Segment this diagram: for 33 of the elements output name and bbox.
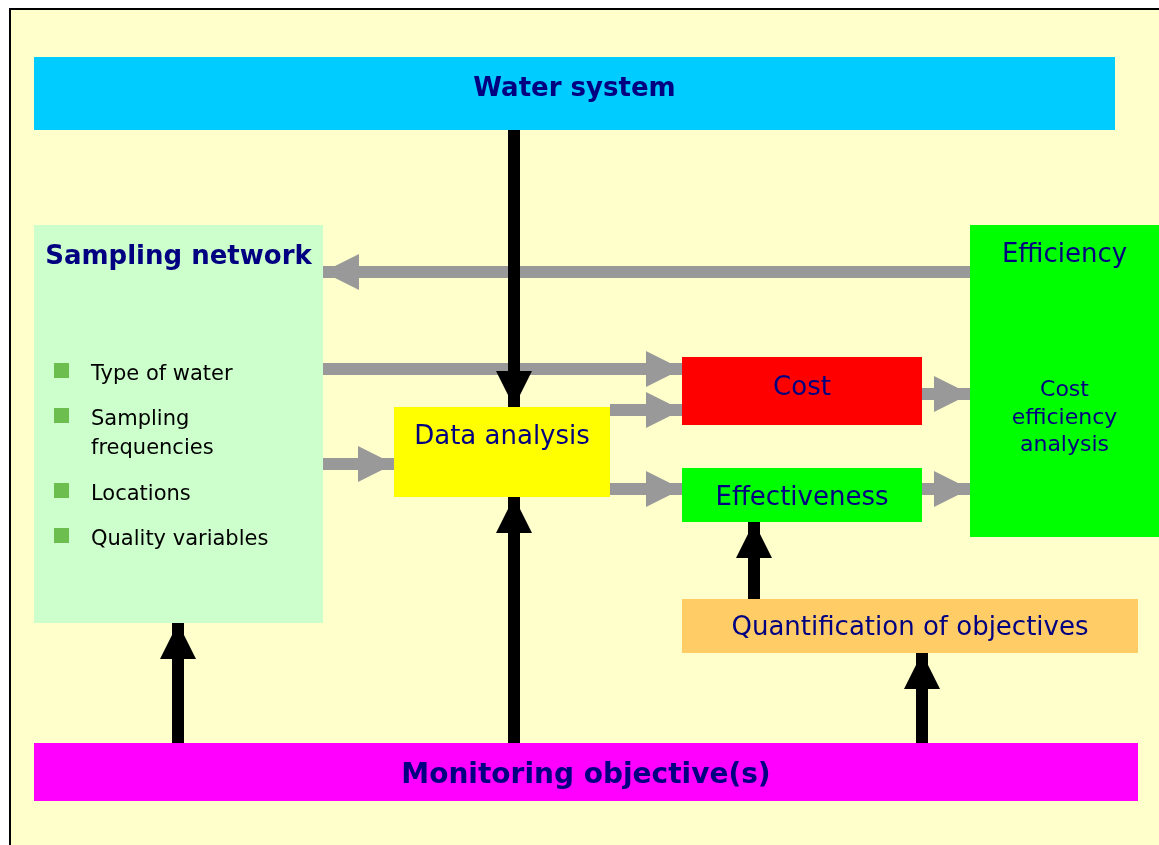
arrow <box>904 653 940 743</box>
arrow <box>496 130 532 407</box>
list-item: Quality variables <box>91 525 269 552</box>
network-box <box>34 225 323 623</box>
box-title: Data analysis <box>413 419 591 452</box>
arrow <box>736 522 772 599</box>
objectives-box <box>34 743 1138 801</box>
box-title: Water system <box>472 71 677 104</box>
box-title: Quantification of objectives <box>730 610 1090 643</box>
arrow <box>160 623 196 743</box>
quantification-box <box>682 599 1138 653</box>
arrow <box>610 471 682 507</box>
box-title: Effectiveness <box>714 480 890 513</box>
arrow <box>922 376 970 412</box>
analysis-box <box>394 407 610 497</box>
effectiveness-box <box>682 468 922 522</box>
arrow <box>610 392 682 428</box>
box-text: Cost efficiency analysis <box>1010 375 1119 458</box>
box-title: Monitoring objective(s) <box>400 756 772 791</box>
list-item: Type of water <box>91 360 233 387</box>
box-title: Sampling network <box>44 239 313 272</box>
arrow <box>323 446 394 482</box>
box-title: Cost <box>772 370 832 403</box>
efficiency-box <box>970 225 1159 537</box>
system-box <box>34 57 1115 130</box>
arrow <box>323 254 970 290</box>
cost-box <box>682 357 922 425</box>
box-title: Efficiency <box>1000 237 1129 270</box>
arrow <box>922 471 970 507</box>
list-item: Sampling frequencies <box>91 405 215 461</box>
arrow <box>323 351 682 387</box>
arrow <box>496 497 532 743</box>
list-item: Locations <box>91 480 191 507</box>
